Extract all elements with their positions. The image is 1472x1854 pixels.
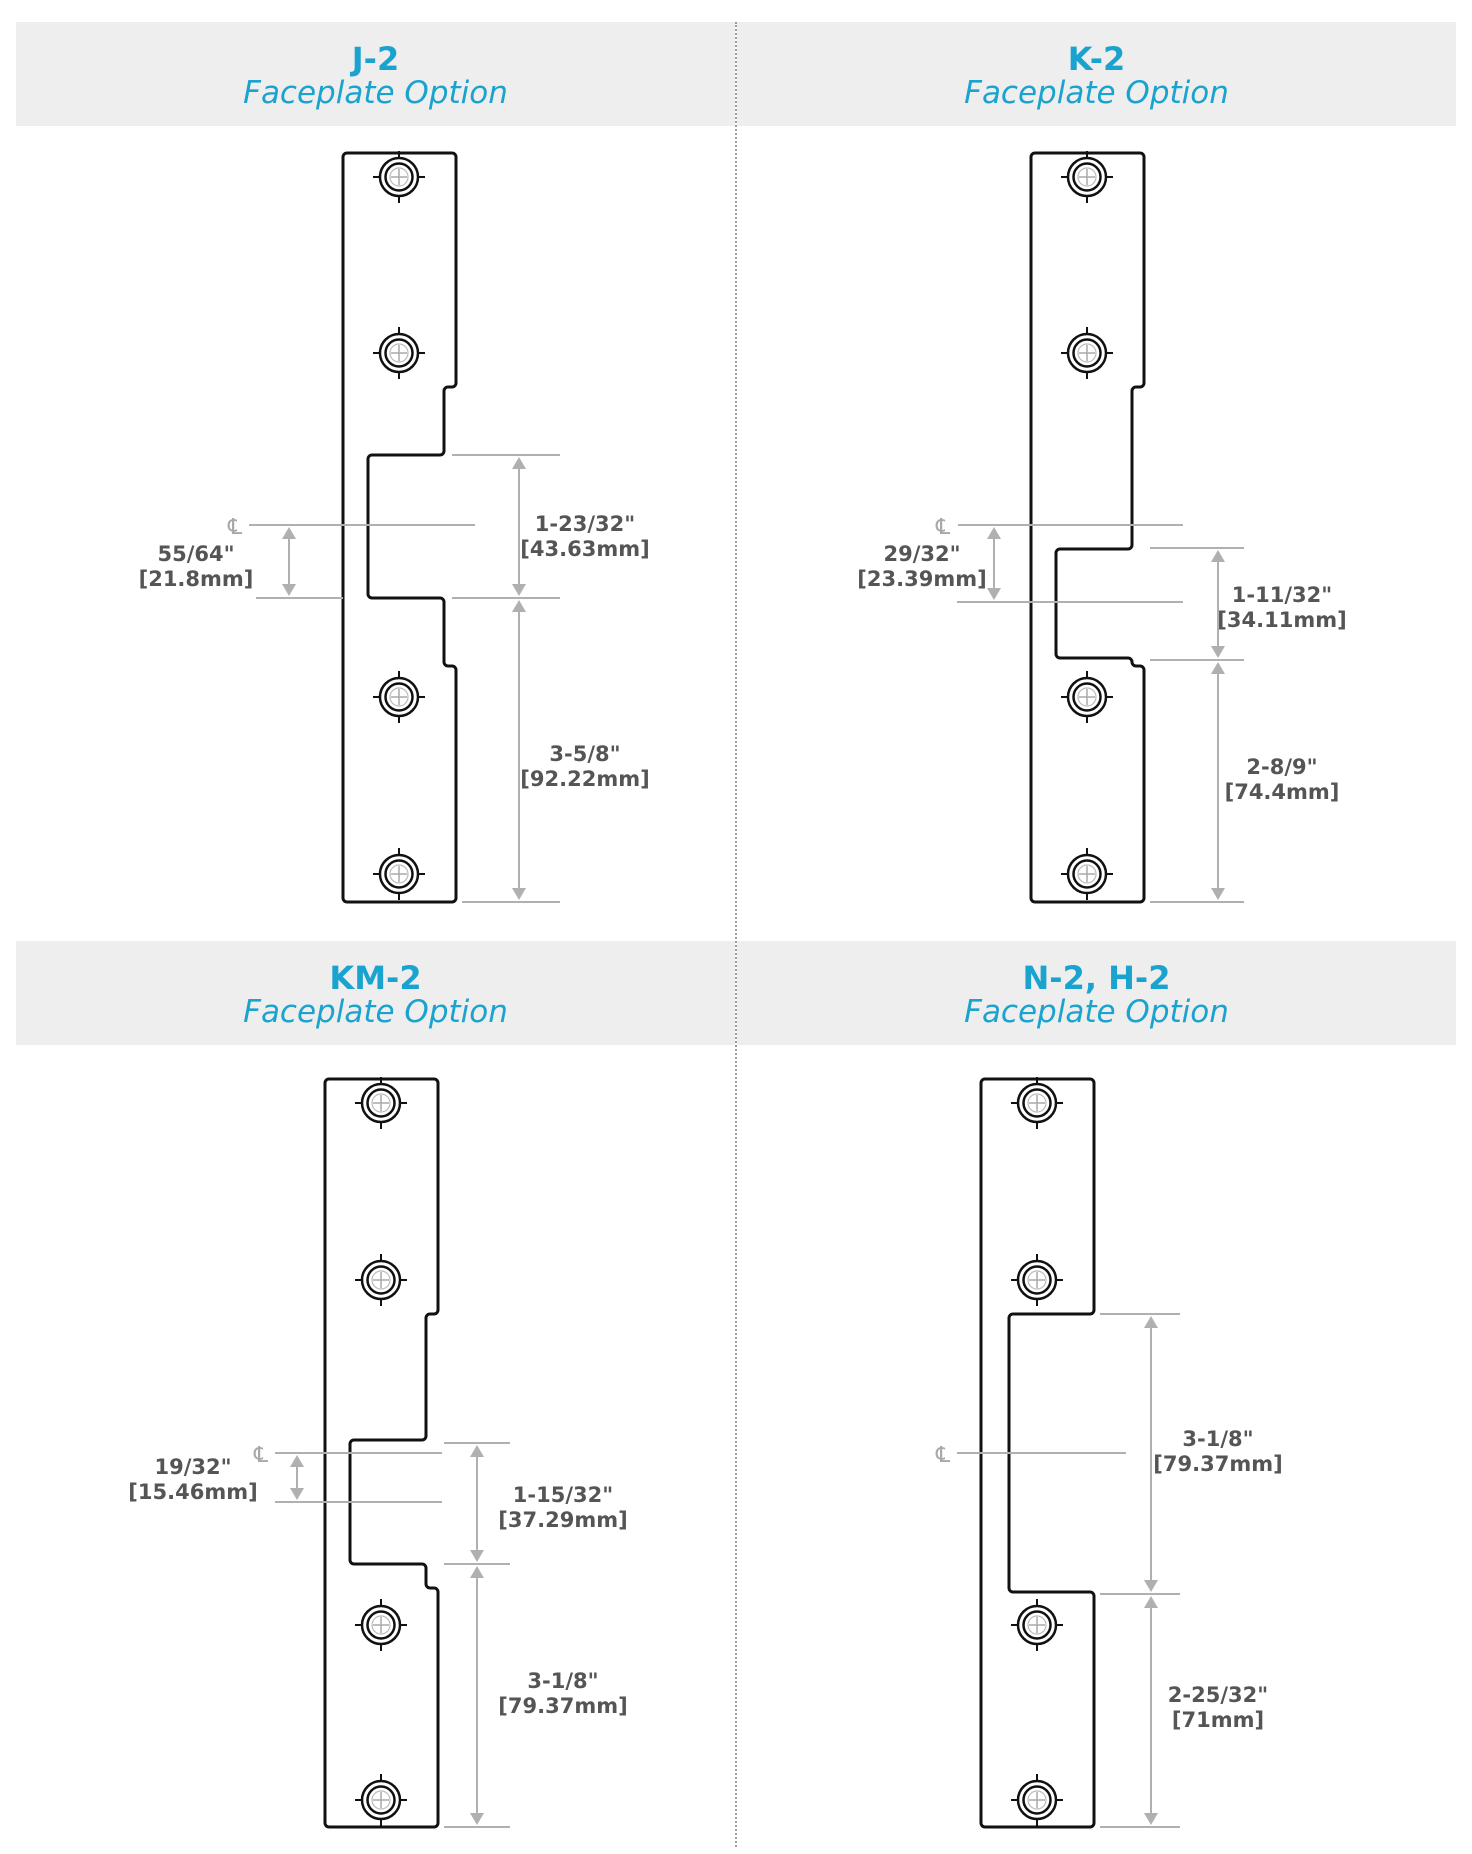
- screw-hole-icon: [1061, 151, 1113, 203]
- panel-header-j2: J-2 Faceplate Option: [16, 22, 735, 126]
- dimension-lines: [249, 454, 560, 903]
- dim-inch: 1-15/32": [513, 1483, 613, 1507]
- faceplate-km2: ℄ 19/32" [15.46mm] 1-15/32" [37.29mm] 3-…: [128, 1077, 628, 1829]
- screw-hole-icon: [355, 1077, 407, 1129]
- dimension-lines: [957, 524, 1244, 903]
- faceplate-k2: ℄ 29/32" [23.39mm] 1-11/32" [34.11mm] 2-…: [857, 151, 1347, 904]
- dimension-arrows: [282, 457, 526, 900]
- screw-hole-icon: [1011, 1599, 1063, 1651]
- dim-mm: [21.8mm]: [139, 567, 254, 591]
- dim-inch: 55/64": [157, 542, 234, 566]
- panel-header-k2: K-2 Faceplate Option: [737, 22, 1456, 126]
- panel-title: J-2: [351, 40, 400, 78]
- dim-mm: [92.22mm]: [520, 767, 649, 791]
- centerline-symbol: ℄: [253, 1443, 269, 1468]
- dim-inch: 19/32": [154, 1455, 231, 1479]
- dim-inch: 3-1/8": [527, 1669, 598, 1693]
- dim-inch: 3-1/8": [1182, 1427, 1253, 1451]
- panel-title: K-2: [1067, 40, 1126, 78]
- screw-hole-icon: [1011, 1774, 1063, 1826]
- dim-mm: [37.29mm]: [498, 1508, 627, 1532]
- dim-mm: [43.63mm]: [520, 537, 649, 561]
- screw-hole-icon: [1011, 1077, 1063, 1129]
- panel-header-km2: KM-2 Faceplate Option: [16, 941, 735, 1045]
- faceplate-j2: ℄ 55/64" [21.8mm] 1-23/32" [43.63mm] 3-5…: [139, 151, 650, 904]
- dim-inch: 2-25/32": [1168, 1683, 1268, 1707]
- centerline-symbol: ℄: [227, 515, 243, 540]
- dim-inch: 29/32": [883, 542, 960, 566]
- panel-subtitle: Faceplate Option: [964, 994, 1229, 1030]
- dim-inch: 1-11/32": [1232, 583, 1332, 607]
- faceplate-n2-h2: ℄ 3-1/8" [79.37mm] 2-25/32" [71mm]: [935, 1077, 1283, 1829]
- dimension-lines: [957, 1313, 1180, 1828]
- screw-hole-icon: [1011, 1254, 1063, 1306]
- screw-hole-icon: [355, 1599, 407, 1651]
- faceplate-outline: [341, 151, 458, 904]
- panel-title: KM-2: [329, 959, 422, 997]
- faceplate-outline: [323, 1077, 440, 1829]
- screw-hole-icon: [373, 327, 425, 379]
- dim-inch: 1-23/32": [535, 512, 635, 536]
- dim-mm: [15.46mm]: [128, 1480, 257, 1504]
- dim-inch: 2-8/9": [1246, 755, 1317, 779]
- screw-hole-icon: [373, 151, 425, 203]
- centerline-symbol: ℄: [935, 1443, 951, 1468]
- dimension-arrows: [1144, 1316, 1158, 1825]
- dim-mm: [79.37mm]: [1153, 1452, 1282, 1476]
- dim-inch: 3-5/8": [549, 742, 620, 766]
- centerline-symbol: ℄: [935, 515, 951, 540]
- dim-mm: [34.11mm]: [1217, 608, 1346, 632]
- panel-subtitle: Faceplate Option: [243, 75, 508, 111]
- center-divider: [735, 22, 737, 1847]
- panel-subtitle: Faceplate Option: [964, 75, 1229, 111]
- panel-title: N-2, H-2: [1022, 959, 1171, 997]
- screw-hole-icon: [1061, 848, 1113, 900]
- dim-mm: [23.39mm]: [857, 567, 986, 591]
- screw-hole-icon: [355, 1774, 407, 1826]
- dimension-arrows: [987, 527, 1225, 900]
- screw-hole-icon: [373, 671, 425, 723]
- dimension-arrows: [290, 1445, 484, 1825]
- screw-hole-icon: [1061, 327, 1113, 379]
- dim-mm: [71mm]: [1172, 1708, 1264, 1732]
- panel-subtitle: Faceplate Option: [243, 994, 508, 1030]
- screw-hole-icon: [373, 848, 425, 900]
- dim-mm: [79.37mm]: [498, 1694, 627, 1718]
- screw-hole-icon: [355, 1254, 407, 1306]
- screw-hole-icon: [1061, 671, 1113, 723]
- faceplate-outline: [1029, 151, 1146, 904]
- faceplate-outline: [979, 1077, 1096, 1829]
- dim-mm: [74.4mm]: [1225, 780, 1340, 804]
- panel-header-n2-h2: N-2, H-2 Faceplate Option: [737, 941, 1456, 1045]
